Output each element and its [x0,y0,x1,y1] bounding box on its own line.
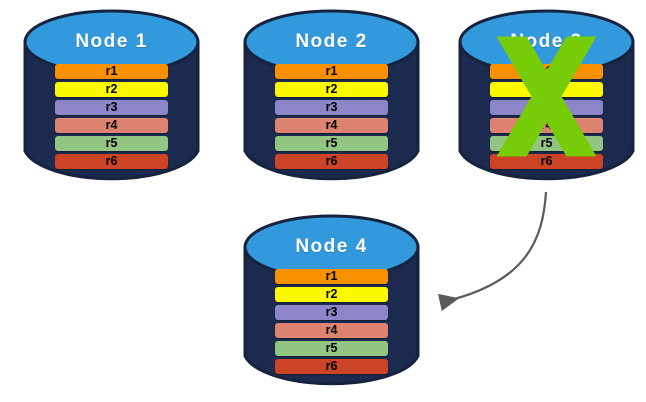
node-4-cylinder[interactable]: Node 4 r1 r2 r3 r4 r5 r6 [243,213,420,390]
node-1-row-r2[interactable]: r2 [55,82,168,97]
node-4-row-r3[interactable]: r3 [275,305,388,320]
node-2-row-r3[interactable]: r3 [275,100,388,115]
node-2-cylinder[interactable]: Node 2 r1 r2 r3 r4 r5 r6 [243,8,420,185]
node-2-row-r4[interactable]: r4 [275,118,388,133]
node-2-row-r5[interactable]: r5 [275,136,388,151]
node-1-row-r3[interactable]: r3 [55,100,168,115]
node-1-rows: r1 r2 r3 r4 r5 r6 [55,64,168,169]
replication-arrow-path [437,191,548,312]
node-1-row-r1[interactable]: r1 [55,64,168,79]
node-4-rows: r1 r2 r3 r4 r5 r6 [275,269,388,374]
node-1-cylinder[interactable]: Node 1 r1 r2 r3 r4 r5 r6 [23,8,200,185]
node-1-row-r4[interactable]: r4 [55,118,168,133]
node-3-row-r6[interactable]: r6 [490,154,603,169]
node-4-row-r5[interactable]: r5 [275,341,388,356]
node-2-row-r2[interactable]: r2 [275,82,388,97]
node-4-row-r6[interactable]: r6 [275,359,388,374]
node-4-row-r2[interactable]: r2 [275,287,388,302]
node-1-row-r5[interactable]: r5 [55,136,168,151]
node-4-row-r4[interactable]: r4 [275,323,388,338]
node-2-row-r6[interactable]: r6 [275,154,388,169]
node-1-row-r6[interactable]: r6 [55,154,168,169]
node-2-row-r1[interactable]: r1 [275,64,388,79]
node-2-rows: r1 r2 r3 r4 r5 r6 [275,64,388,169]
node-4-row-r1[interactable]: r1 [275,269,388,284]
